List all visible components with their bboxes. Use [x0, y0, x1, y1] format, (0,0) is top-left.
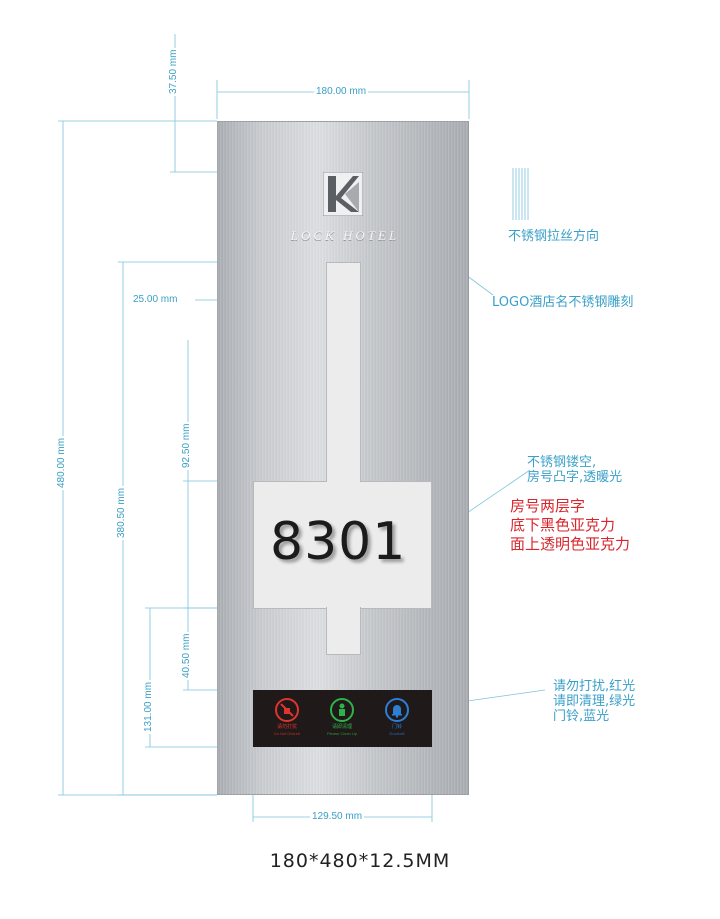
do-not-disturb-label: 请勿打扰	[276, 724, 297, 730]
hotel-logo-icon	[323, 172, 363, 216]
window-join-top	[327, 478, 360, 484]
dim-panel-width: 129.50 mm	[310, 811, 365, 823]
do-not-disturb-icon	[275, 698, 299, 722]
note-hollow: 不锈钢镂空, 房号凸字,透暖光	[527, 455, 622, 485]
clean-up-sub: Please Clean Up	[326, 731, 358, 736]
bell-icon	[385, 698, 409, 722]
note-hollow-line1: 不锈钢镂空,	[527, 455, 597, 470]
dim-top-gap: 37.50 mm	[168, 47, 180, 96]
window-slot-lower	[326, 607, 361, 655]
dim-bottom-height: 131.00 mm	[143, 679, 155, 734]
note-brush-direction: 不锈钢拉丝方向	[508, 229, 600, 244]
note-buttons-line2: 请即清理,绿光	[553, 694, 636, 709]
doorbell-button[interactable]: 门铃 Doorbell	[375, 698, 419, 736]
window-join-bottom	[327, 605, 360, 611]
clean-up-button[interactable]: 请即清理 Please Clean Up	[320, 698, 364, 736]
window-number-area	[253, 481, 432, 609]
room-number: 8301	[270, 512, 407, 572]
dim-window-height: 380.50 mm	[116, 485, 128, 540]
dim-lower-slot: 40.50 mm	[181, 631, 193, 680]
dim-plate-width: 180.00 mm	[314, 86, 369, 98]
hotel-name: LOCK HOTEL	[290, 228, 400, 243]
note-buttons: 请勿打扰,红光 请即清理,绿光 门铃,蓝光	[553, 679, 635, 724]
button-panel: 请勿打扰 Do Not Disturb 请即清理 Please Clean Up…	[253, 690, 432, 747]
note-layers-line2: 底下黑色亚克力	[510, 516, 616, 534]
size-caption: 180*480*12.5MM	[269, 850, 451, 872]
dim-window-width: 25.00 mm	[131, 294, 180, 306]
doorbell-sub: Doorbell	[389, 731, 405, 736]
dim-upper-slot: 92.50 mm	[181, 421, 193, 470]
do-not-disturb-button[interactable]: 请勿打扰 Do Not Disturb	[265, 698, 309, 736]
note-layers: 房号两层字 底下黑色亚克力 面上透明色亚克力	[510, 497, 630, 554]
note-layers-line1: 房号两层字	[510, 497, 586, 515]
clean-up-label: 请即清理	[331, 724, 352, 730]
window-slot-upper	[326, 262, 361, 482]
note-logo-engraving: LOGO酒店名不锈钢雕刻	[492, 295, 634, 310]
note-buttons-line3: 门铃,蓝光	[553, 709, 610, 724]
do-not-disturb-sub: Do Not Disturb	[273, 731, 301, 736]
note-hollow-line2: 房号凸字,透暖光	[527, 470, 623, 485]
note-buttons-line1: 请勿打扰,红光	[553, 679, 636, 694]
cleaning-icon	[330, 698, 354, 722]
doorbell-label: 门铃	[391, 724, 402, 730]
dim-total-height: 480.00 mm	[56, 435, 68, 490]
note-layers-line3: 面上透明色亚克力	[510, 535, 631, 553]
